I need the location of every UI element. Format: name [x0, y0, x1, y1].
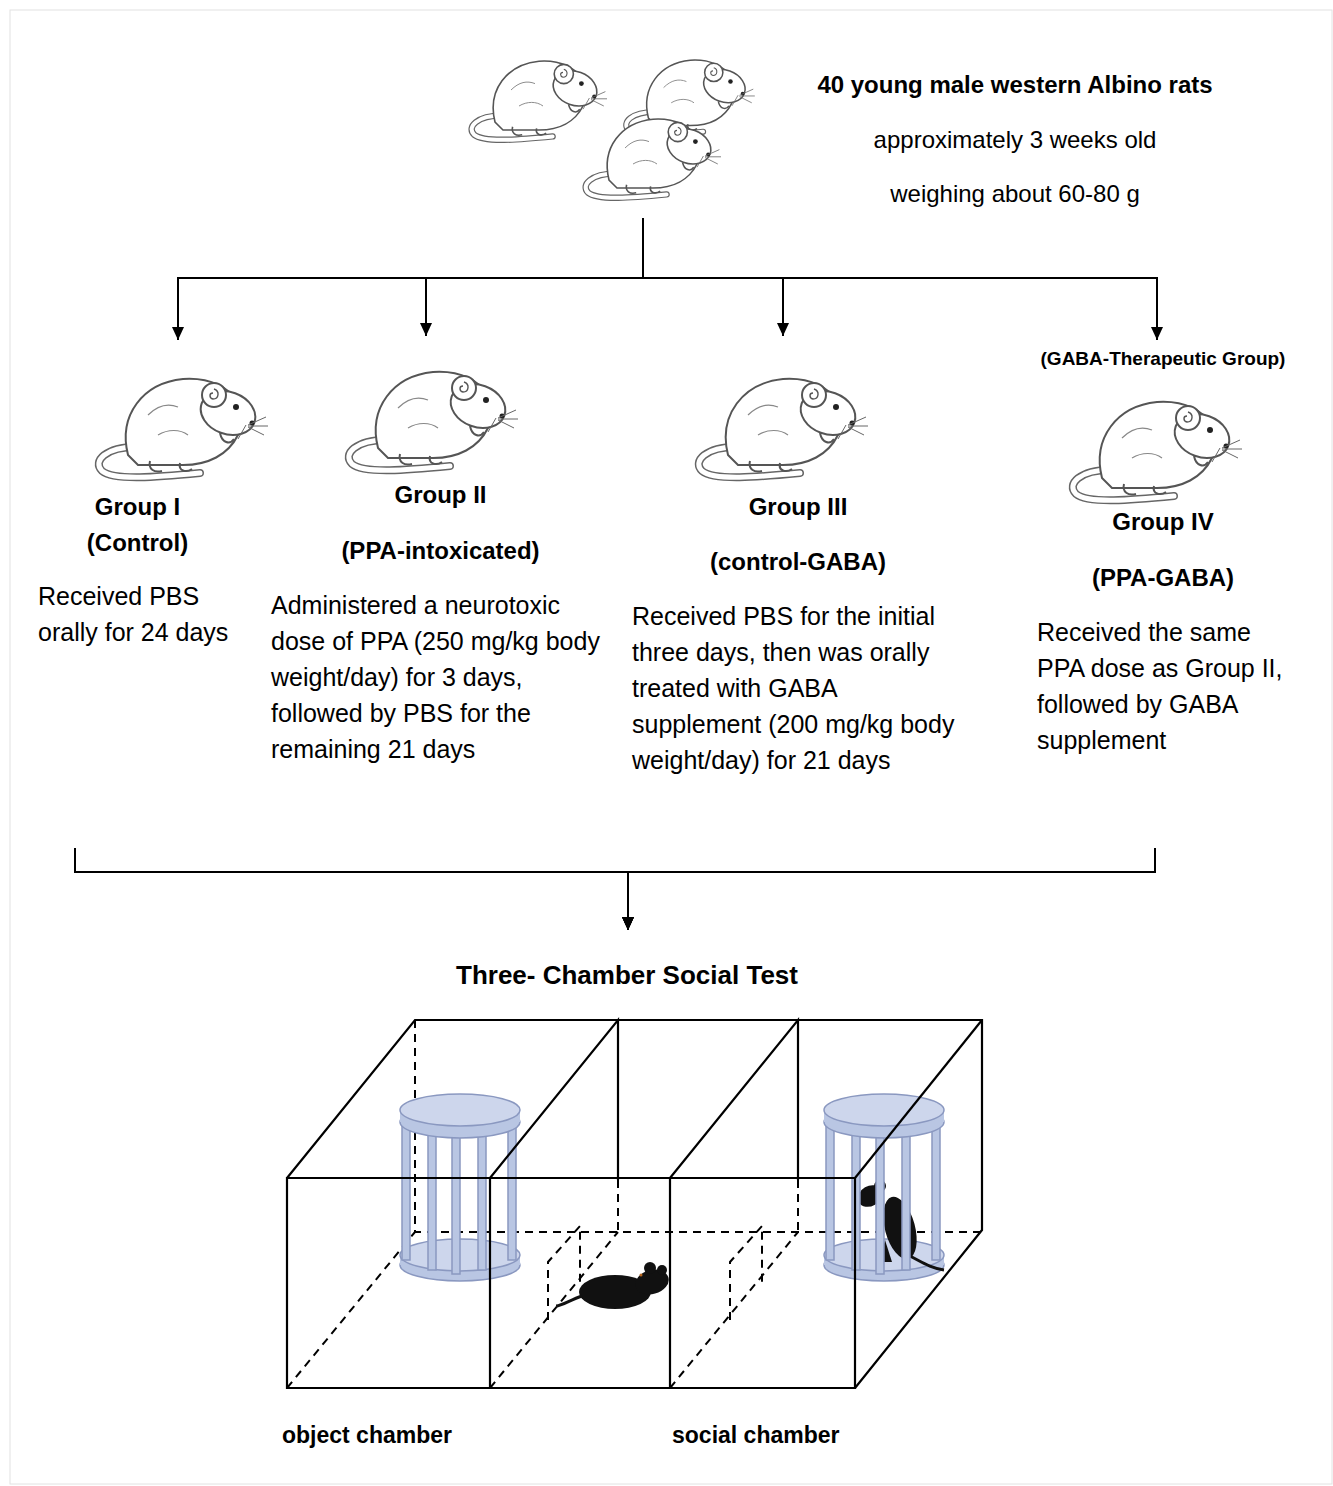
group-box: Group I (Control) Received PBS orally for … — [35, 340, 240, 848]
group-box: Group III (control-GABA) Received PBS for … — [628, 336, 968, 872]
group-description: Administered a neurotoxic dose of PPA (2… — [271, 587, 612, 767]
detail-text: weighing about 60-80 g — [790, 180, 1240, 208]
group-description: Received PBS for the initial three days,… — [632, 598, 962, 778]
group-heading: Group II — [268, 481, 613, 509]
connector-arrow — [628, 848, 1155, 930]
test-title: Three- Chamber Social Test — [272, 960, 982, 990]
connector-arrow — [426, 218, 643, 336]
group-heading: Group IV — [1028, 508, 1298, 536]
group-description: Received PBS orally for 24 days — [38, 578, 238, 650]
heading-text: 40 young male western Albino rats — [790, 71, 1240, 99]
group-tag: (GABA-Therapeutic Group) — [1028, 347, 1298, 371]
connector-arrow — [440, 872, 628, 930]
source-group: 40 young male western Albino rats approxi… — [460, 40, 1250, 218]
group-description: Received the same PPA dose as Group II, … — [1037, 614, 1293, 758]
connector-arrow — [628, 872, 700, 930]
group-heading: Group III — [628, 493, 968, 521]
connector-arrow — [75, 848, 628, 930]
connector-arrow — [643, 218, 1157, 340]
chamber-label: object chamber — [282, 1421, 452, 1449]
chamber-label: social chamber — [672, 1421, 839, 1449]
group-box: (GABA-Therapeutic Group) Group IV (PPA-GAB… — [1028, 340, 1298, 848]
group-subheading: (PPA-GABA) — [1028, 564, 1298, 592]
group-subheading: (control-GABA) — [628, 548, 968, 576]
group-heading: Group I — [35, 493, 240, 521]
detail-text: approximately 3 weeks old — [790, 126, 1240, 154]
group-box: Group II (PPA-intoxicated) Administered a … — [268, 336, 613, 872]
connector-arrow — [178, 218, 643, 340]
group-subheading: (Control) — [35, 529, 240, 557]
group-subheading: (PPA-intoxicated) — [268, 537, 613, 565]
test-apparatus: Three- Chamber Social Test — [272, 930, 982, 1400]
